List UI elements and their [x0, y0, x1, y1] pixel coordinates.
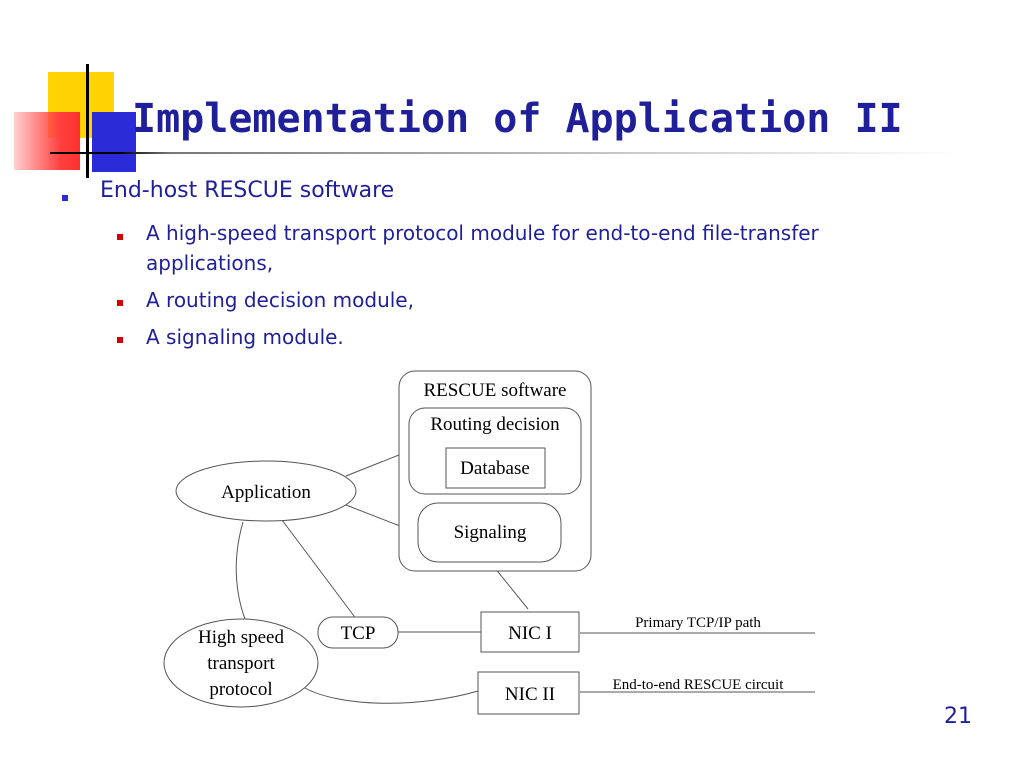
connector-app-tcp [281, 519, 358, 621]
application-label: Application [221, 482, 311, 503]
application-ellipse [175, 460, 357, 522]
page-number: 21 [944, 704, 972, 729]
bullet-level2-item: A signaling module. [146, 325, 344, 349]
decor-blue-square [92, 112, 136, 172]
nic1-label: NIC I [508, 623, 552, 644]
bullet-marker-level1 [62, 195, 68, 201]
nic1-box [480, 611, 580, 653]
tcp-label: TCP [341, 623, 376, 644]
signaling-label: Signaling [454, 522, 527, 543]
bullet-level2-item: A routing decision module, [146, 288, 414, 312]
database-box [445, 447, 546, 489]
nic2-label: NIC II [505, 684, 555, 705]
high-speed-ellipse [163, 618, 319, 708]
slide-title: Implementation of Application II [132, 96, 903, 142]
database-label: Database [460, 458, 530, 479]
decor-red-square [14, 112, 80, 170]
bullet-level2-item: A high-speed transport protocol module f… [146, 221, 819, 275]
high-speed-label-line3: protocol [209, 679, 272, 700]
nic2-box [477, 671, 580, 715]
connector-highspeed-nic2 [302, 686, 479, 704]
routing-decision-label: Routing decision [430, 414, 560, 435]
decor-vertical-line [86, 64, 89, 178]
high-speed-label-line1: High speed [198, 627, 285, 648]
signaling-box [417, 502, 562, 563]
tcp-box [317, 616, 399, 649]
rescue-circuit-label: End-to-end RESCUE circuit [613, 677, 785, 693]
high-speed-label-line2: transport [207, 653, 275, 674]
primary-path-label: Primary TCP/IP path [635, 615, 761, 631]
rescue-software-label: RESCUE software [423, 380, 566, 401]
bullet-marker-level2 [117, 337, 123, 343]
title-underline [50, 152, 960, 154]
bullet-level1-text: End-host RESCUE software [100, 178, 395, 203]
connector-app-highspeed [235, 521, 253, 636]
bullet-marker-level2 [117, 234, 123, 240]
bullet-marker-level2 [117, 300, 123, 306]
